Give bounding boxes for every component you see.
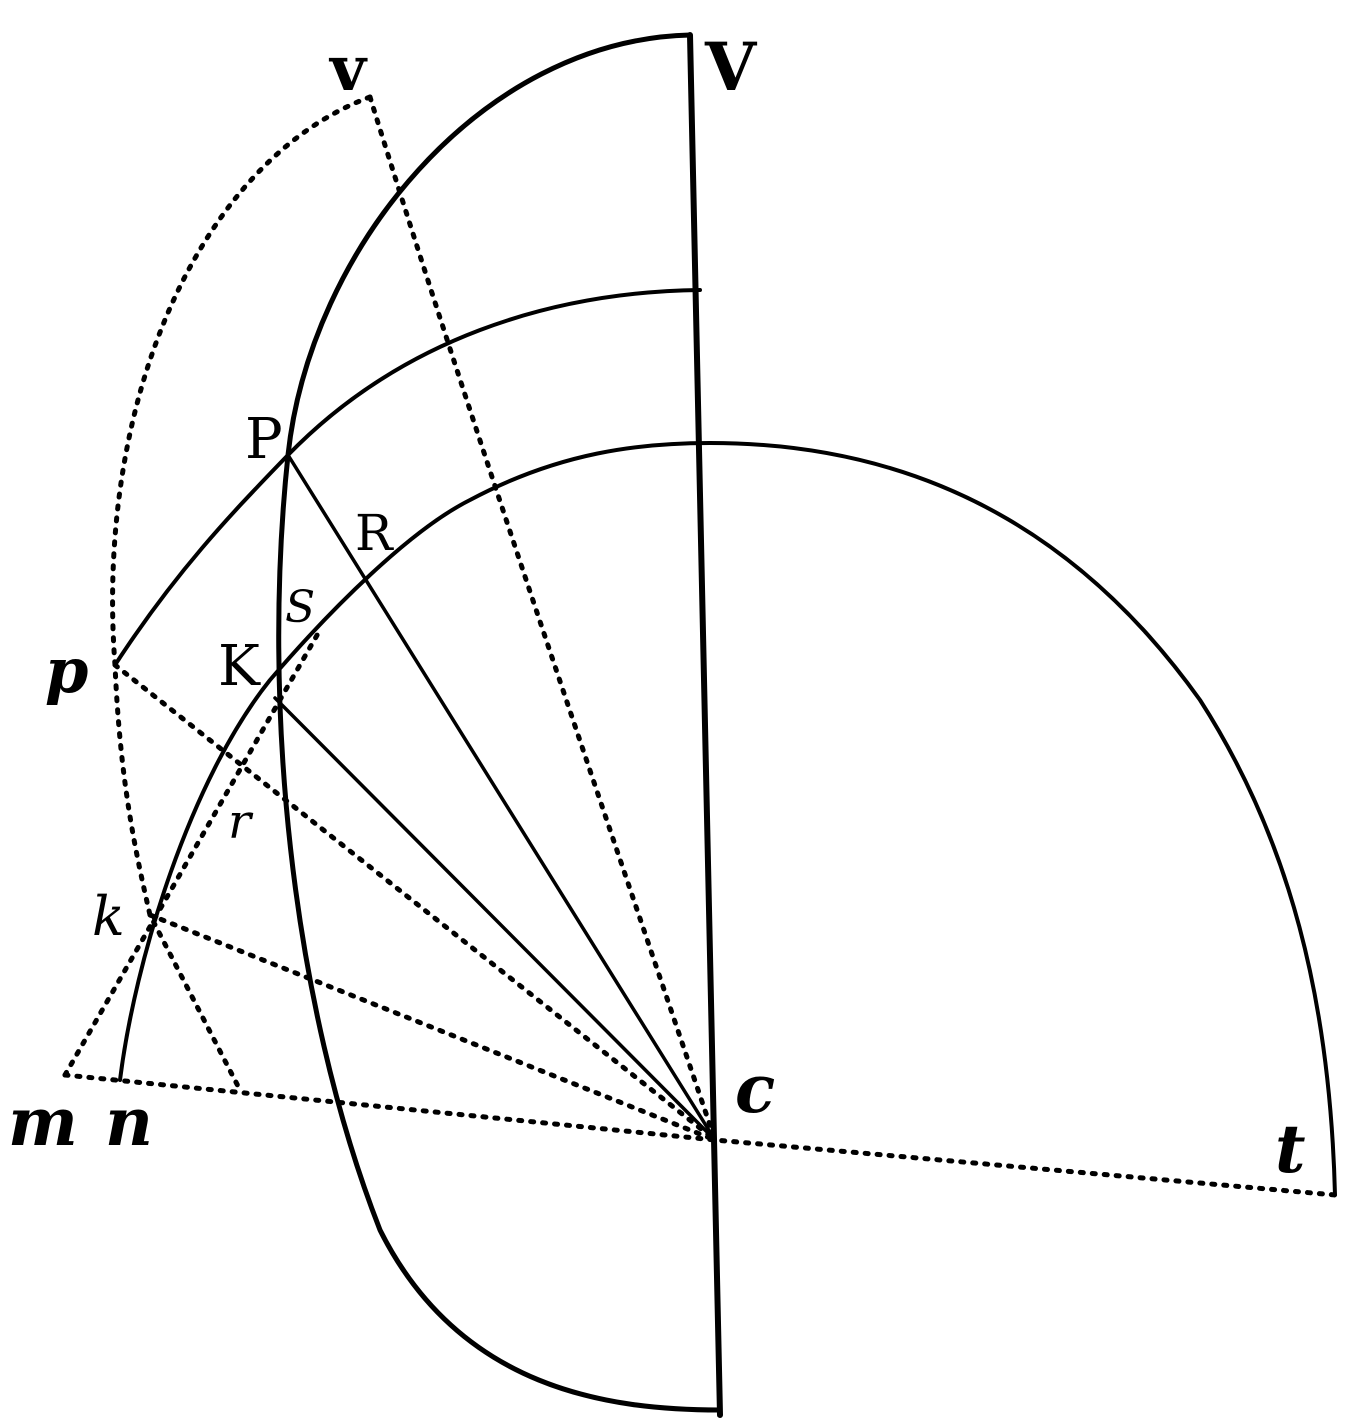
label-P: P	[245, 407, 283, 472]
label-t: t	[1275, 1110, 1306, 1188]
semicircle-arc	[118, 440, 1337, 1197]
label-r: r	[228, 794, 254, 850]
outer-arc	[276, 32, 723, 1413]
dotted-line-m-S	[62, 627, 323, 1078]
line-K-c	[273, 696, 717, 1142]
line-P-c	[286, 453, 717, 1142]
dotted-line-k-c	[147, 912, 718, 1143]
label-k: k	[92, 885, 125, 948]
arc-pP	[113, 288, 702, 667]
dotted-line-m-c-t	[62, 1072, 1338, 1198]
label-c: c	[735, 1050, 775, 1128]
axis-line-V	[687, 32, 723, 1418]
label-n: n	[105, 1083, 153, 1161]
dotted-line-v-c	[367, 94, 718, 1143]
label-R: R	[355, 504, 394, 562]
dotted-line-p-c	[112, 662, 718, 1143]
dotted-arc-v	[110, 94, 373, 1093]
label-S: S	[285, 582, 315, 633]
label-K: K	[218, 634, 261, 699]
label-v: v	[328, 32, 368, 105]
label-p: p	[45, 634, 88, 707]
label-V: V	[704, 28, 758, 106]
label-m: m	[8, 1083, 78, 1161]
